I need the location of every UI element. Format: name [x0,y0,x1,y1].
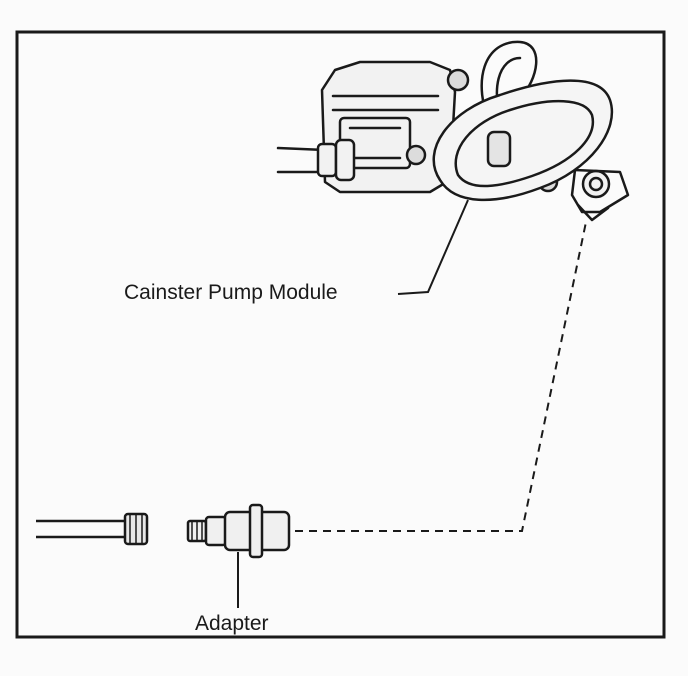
tool-hose-connector [36,512,149,546]
pump-module-leader-line [397,199,469,295]
adapter-label: Adapter [195,612,269,635]
canister-pump-module-drawing [276,40,630,222]
pump-module-label: Cainster Pump Module [124,281,338,304]
dashed-hose-line [295,221,587,532]
diagram-frame [15,30,666,639]
adapter-fitting [186,503,291,559]
